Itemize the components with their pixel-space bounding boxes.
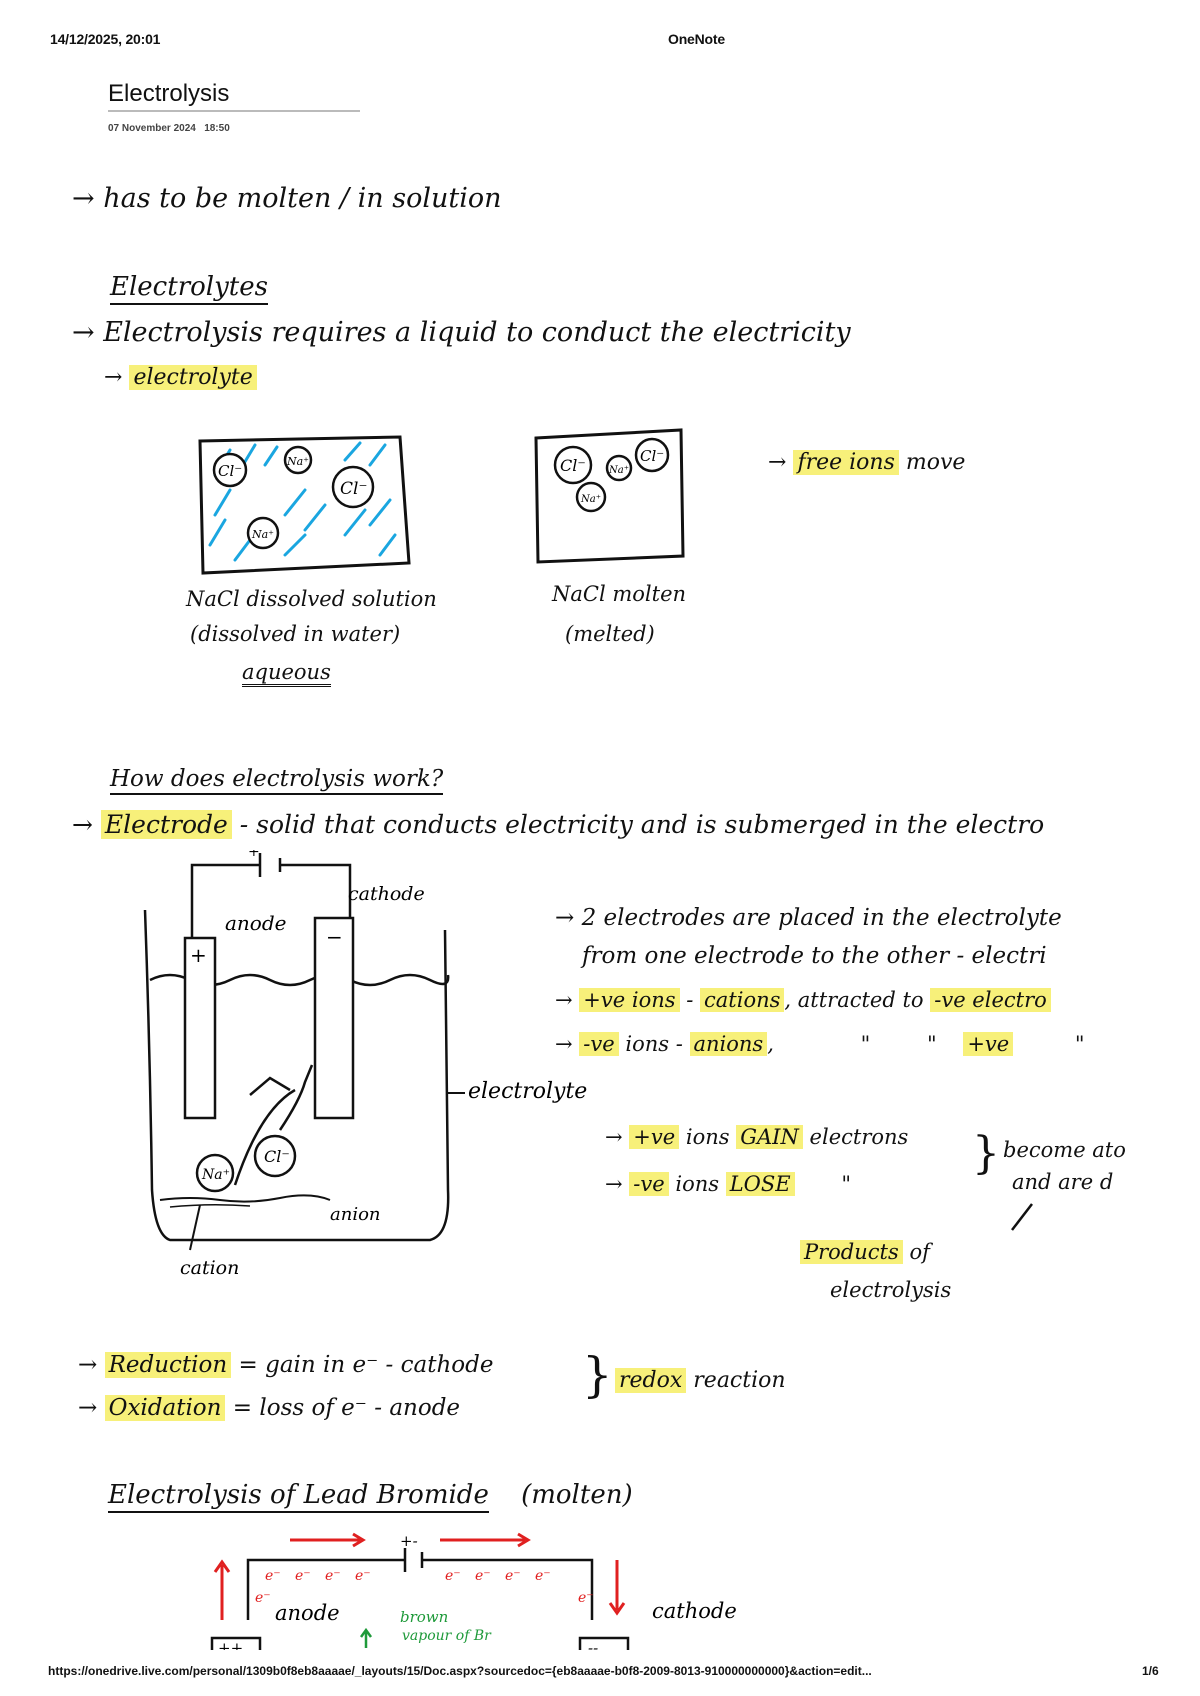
fig2-caption-2: (melted) [565,622,655,646]
highlight-anions: anions [689,1032,768,1056]
note-cations: → +ve ions - cations, attracted to -ve e… [555,988,1051,1012]
ion-label: Cl⁻ [264,1147,290,1166]
battery-sign: +- [400,1532,418,1550]
highlight-redox: redox [615,1368,687,1393]
ion-label: Cl⁻ [218,462,242,480]
highlight-oxidation: Oxidation [104,1395,226,1421]
ion-label: Na⁺ [286,455,309,468]
highlight-positive: +ve [963,1032,1014,1056]
lead-bromide-diagram: +- e⁻e⁻ e⁻e⁻ e⁻e⁻ e⁻e⁻ e⁻e⁻ ++ -- anode … [210,1532,737,1650]
brace-icon: } [582,1347,613,1403]
highlight-negative: -ve [579,1032,619,1056]
ion-label: Cl⁻ [560,456,586,475]
svg-text:e⁻: e⁻ [255,1590,271,1606]
electron-labels: e⁻ e⁻ e⁻ e⁻ e⁻ e⁻ e⁻ e⁻ e⁻ e⁻ [255,1568,594,1606]
highlight-negative-electrode: -ve electro [930,988,1051,1012]
print-footer-url: https://onedrive.live.com/personal/1309b… [48,1664,872,1678]
fig2-caption-1: NaCl molten [552,582,687,606]
nacl-molten-diagram: Cl⁻ Na⁺ Cl⁻ Na⁺ [534,428,685,564]
ion-label: Cl⁻ [640,447,664,465]
fig1-caption-2: (dissolved in water) [190,622,401,646]
highlight-positive-ions: +ve ions [579,988,680,1012]
note-become-atoms: become ato [1003,1138,1126,1162]
print-app-name: OneNote [668,31,725,47]
note-products: Products of [800,1240,930,1264]
anode-label: anode [225,911,286,935]
lead-bromide-heading: Electrolysis of Lead Bromide (molten) [108,1480,633,1513]
highlight-negative-lose: -ve [629,1172,669,1196]
ion-label: Na⁺ [608,465,629,476]
note-electrode-to-electrode: from one electrode to the other - electr… [582,943,1047,969]
svg-text:e⁻: e⁻ [535,1568,551,1584]
cation-label: cation [180,1257,239,1279]
note-lose-electrons: → -ve ions LOSE " [605,1172,851,1196]
anode-label: anode [275,1601,340,1625]
ion-label: Na⁺ [201,1167,230,1183]
highlight-free-ions: free ions [793,450,899,475]
page-title: Electrolysis [108,80,360,112]
how-heading: How does electrolysis work? [110,766,444,795]
highlight-positive-gain: +ve [629,1125,680,1149]
note-state-requirement: → has to be molten / in solution [72,183,502,214]
electrolytes-heading: Electrolytes [110,272,268,305]
note-electrodes-placed: → 2 electrodes are placed in the electro… [555,905,1062,931]
page-date: 07 November 2024 18:50 [108,123,230,134]
highlight-electrolyte: electrolyte [129,365,257,390]
ion-label: Cl⁻ [340,479,367,499]
note-electrolyte: → electrolyte [104,365,257,390]
ion-label: Na⁺ [580,494,601,505]
fig1-caption-3: aqueous [242,660,331,687]
svg-text:+: + [248,850,260,860]
note-redox: redox reaction [615,1368,786,1393]
arrow-icon: → [104,365,123,390]
anode-sign: + [190,943,207,967]
print-datetime: 14/12/2025, 20:01 [50,31,161,47]
brace-icon: } [972,1128,1000,1179]
note-oxidation: → Oxidation = loss of e⁻ - anode [78,1395,461,1421]
highlight-reduction: Reduction [104,1352,232,1378]
nacl-solution-diagram: Cl⁻ Na⁺ Cl⁻ Na⁺ [198,435,411,575]
electrode-definition: → Electrode - solid that conducts electr… [72,810,1045,839]
highlight-lose: LOSE [725,1172,795,1196]
note-anions: → -ve ions - anions, " " +ve " [555,1032,1085,1056]
anion-label: anion [330,1204,381,1225]
svg-text:e⁻: e⁻ [325,1568,341,1584]
svg-text:e⁻: e⁻ [355,1568,371,1584]
svg-text:e⁻: e⁻ [445,1568,461,1584]
cathode-label: cathode [348,883,425,905]
cathode-sign: − [326,925,343,949]
highlight-cations: cations [700,988,785,1012]
svg-text:e⁻: e⁻ [265,1568,281,1584]
ion-label: Na⁺ [251,528,274,541]
note-gain-electrons: → +ve ions GAIN electrons [605,1125,909,1149]
highlight-electrode: Electrode [100,810,232,839]
note-and-are: and are d [1012,1170,1114,1194]
anode-sign: ++ [218,1639,243,1650]
vapour-label: vapour of Br [402,1628,492,1644]
brown-label: brown [400,1608,448,1626]
cathode-sign: -- [588,1639,598,1650]
electrolysis-cell-diagram: + + − anode cathode electrolyte Na⁺ Cl⁻ … [143,850,587,1279]
arrow-stroke [1011,1203,1033,1231]
electrolyte-label: electrolyte [468,1079,587,1104]
highlight-gain: GAIN [736,1125,803,1149]
svg-text:e⁻: e⁻ [505,1568,521,1584]
svg-text:e⁻: e⁻ [295,1568,311,1584]
note-requires-liquid: → Electrolysis requires a liquid to cond… [72,317,851,348]
svg-text:e⁻: e⁻ [578,1590,594,1606]
note-reduction: → Reduction = gain in e⁻ - cathode [78,1352,494,1378]
fig1-caption-1: NaCl dissolved solution [186,587,437,611]
print-page-number: 1/6 [1142,1664,1159,1678]
svg-text:e⁻: e⁻ [475,1568,491,1584]
highlight-products: Products [800,1240,903,1264]
water-strokes [208,441,397,562]
note-free-ions: → free ions move [768,450,966,475]
note-electrolysis: electrolysis [830,1278,952,1302]
cathode-label: cathode [652,1599,737,1623]
